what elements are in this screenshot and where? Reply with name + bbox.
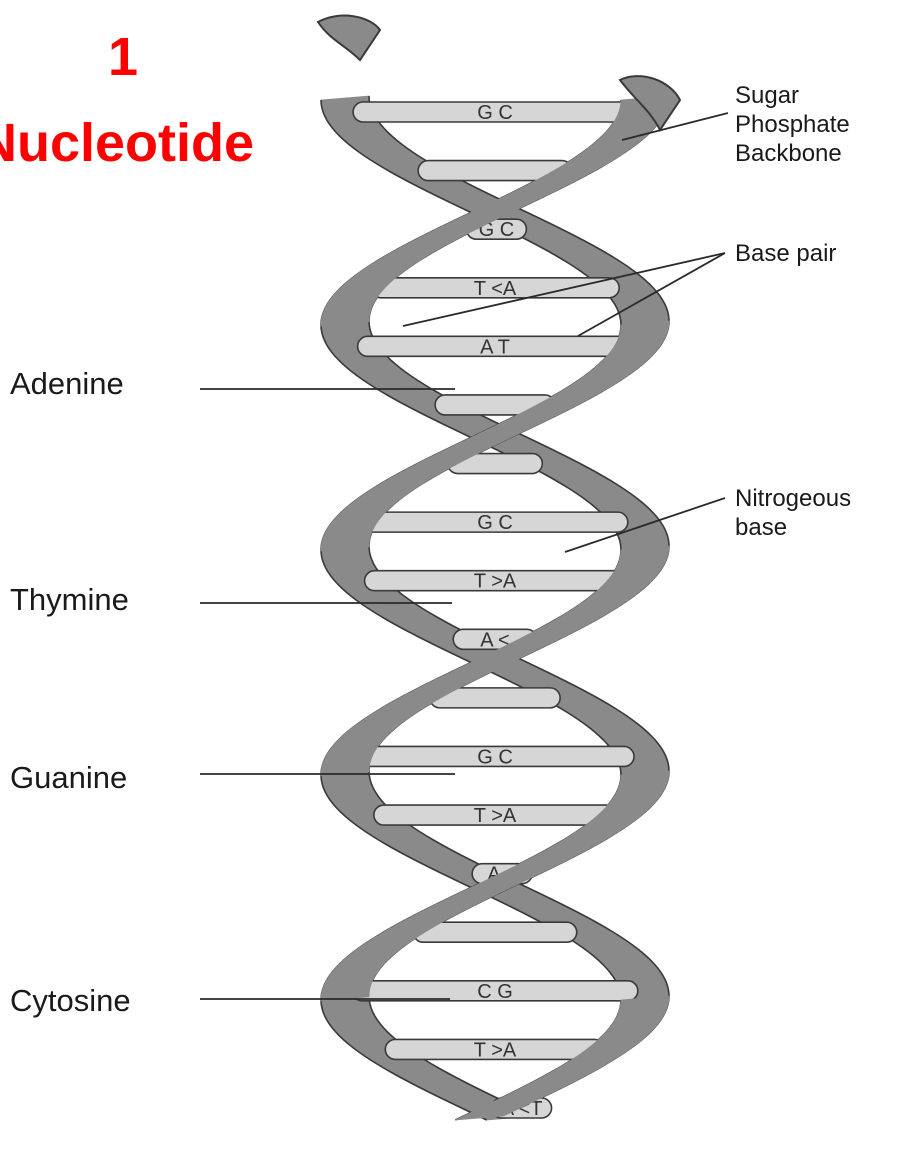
base-pair-label: G C — [477, 512, 513, 534]
label-thymine: Thymine — [10, 584, 129, 615]
label-nitrogenous-line2: base — [735, 513, 851, 542]
base-pair-label: T <A — [474, 278, 517, 300]
label-guanine: Guanine — [10, 762, 127, 793]
label-nitrogenous-base: Nitrogeous base — [735, 484, 851, 542]
title-word: Nucleotide — [0, 116, 254, 170]
label-base-pair: Base pair — [735, 239, 836, 268]
label-backbone-line3: Backbone — [735, 139, 850, 168]
base-pair-label: G C — [477, 102, 513, 124]
label-backbone-line2: Phosphate — [735, 110, 850, 139]
label-nitrogenous-line1: Nitrogeous — [735, 484, 851, 513]
label-adenine: Adenine — [10, 368, 124, 399]
strand-top-cap — [318, 16, 380, 60]
label-sugar-phosphate-backbone: Sugar Phosphate Backbone — [735, 81, 850, 168]
base-pair-label: T >A — [474, 571, 517, 593]
title-number: 1 — [108, 30, 138, 84]
label-cytosine: Cytosine — [10, 985, 131, 1016]
base-pair-label: T >A — [474, 805, 517, 827]
base-pair-label: T >A — [474, 1039, 517, 1061]
label-backbone-line1: Sugar — [735, 81, 850, 110]
base-pair-rung — [413, 922, 576, 942]
base-pair-label: C G — [477, 981, 513, 1003]
base-pair-label: A T — [480, 336, 510, 358]
base-pair-label: G C — [477, 746, 513, 768]
